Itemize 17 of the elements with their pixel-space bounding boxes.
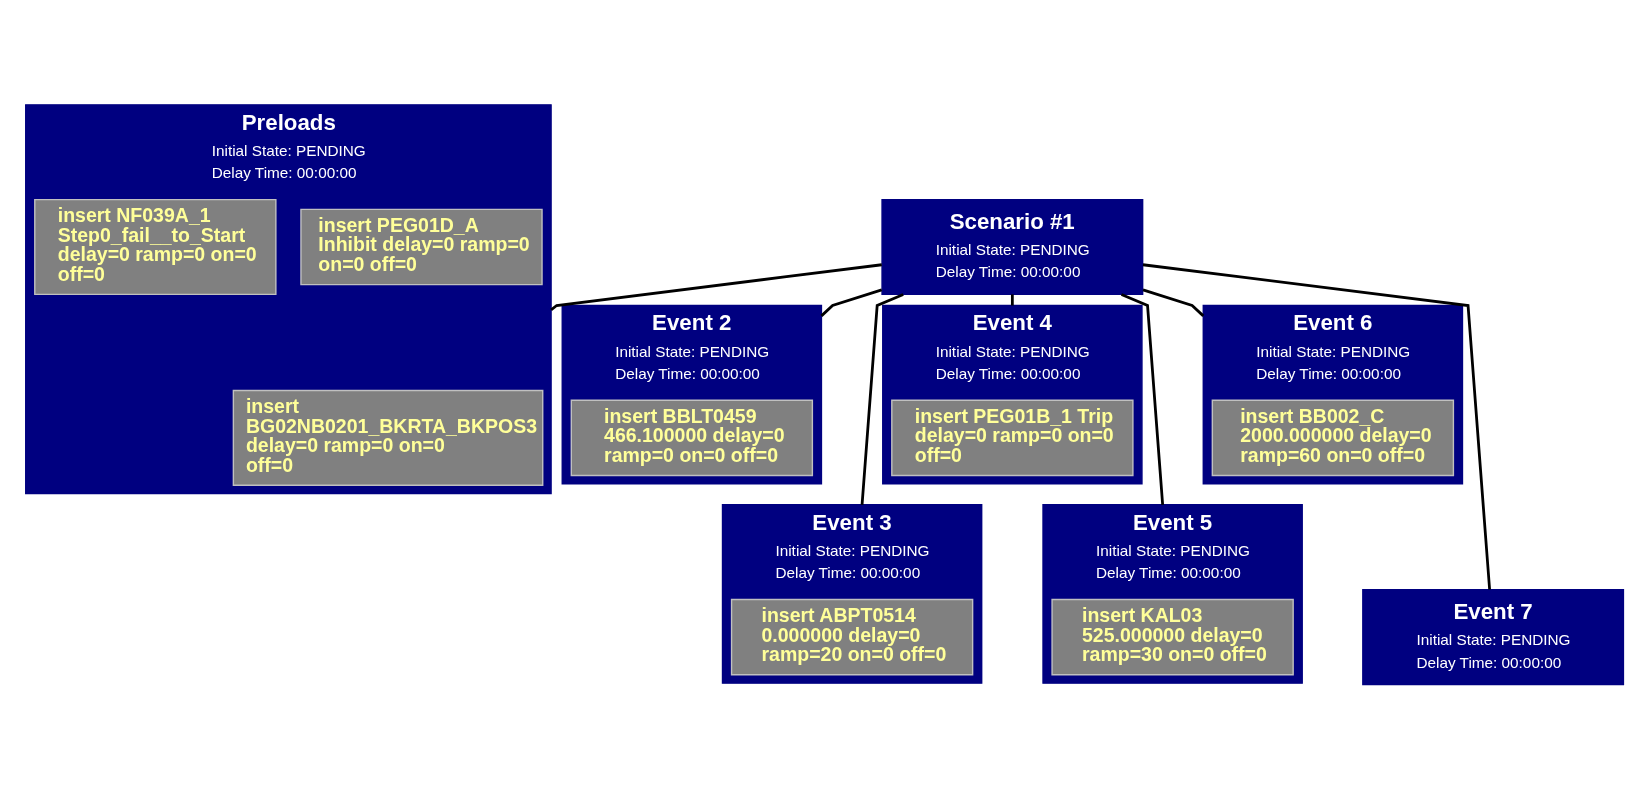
node-box: insert BB002_C 2000.000000 delay=0 ramp=60 on=0 off=0 — [1211, 399, 1454, 477]
node-box: insert KAL03 525.000000 delay=0 ramp=30 on=0 off=0 — [1050, 598, 1294, 676]
connector — [1142, 263, 1491, 590]
connector — [549, 263, 882, 311]
node-box: insert BBLT0459 466.100000 delay=0 ramp=0 on=0 off=0 — [570, 399, 813, 477]
node-box: insert BG02NB0201_BKRTA_BKPOS3 delay=0 ramp=0 on=0 off=0 — [232, 389, 543, 486]
connector — [820, 288, 882, 317]
connector — [1120, 293, 1164, 505]
connector — [1010, 294, 1014, 306]
node-box: insert PEG01D_A Inhibit delay=0 ramp=0 on=0 off=0 — [299, 208, 543, 286]
node-box: Scenario #1 Initial State: PENDING Delay Time: 00:00:00 — [880, 198, 1143, 296]
node-box: insert NF039A_1 Step0_fail__to_Start delay=0 ramp=0 on=0 off=0 — [33, 198, 277, 296]
node-box: insert ABPT0514 0.000000 delay=0 ramp=20 on=0 off=0 — [730, 598, 973, 676]
connector — [860, 293, 904, 505]
node-box: insert PEG01B_1 Trip delay=0 ramp=0 on=0 off=0 — [890, 399, 1134, 477]
node-box: Event 7 Initial State: PENDING Delay Time: 00:00:00 — [1361, 589, 1624, 686]
connector — [1142, 288, 1204, 317]
